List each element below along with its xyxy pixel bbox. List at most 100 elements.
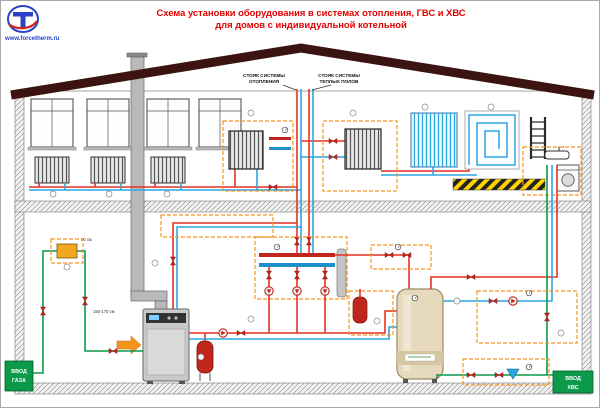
pump-icon [508, 296, 518, 306]
window-2 [83, 98, 133, 151]
upper-floor: СТОЯК СИСТЕМЫ ОТОПЛЕНИЯ СТОЯК СИСТЕМЫ ТЕ… [27, 73, 582, 253]
valve-icon [170, 256, 176, 266]
flue-chimney [130, 56, 145, 298]
flow-arrow-icon [116, 335, 142, 355]
valve-icon [236, 330, 246, 336]
gas-inlet-label-1: ВВОД [11, 369, 27, 375]
risers [294, 89, 314, 253]
small-expansion-tank [352, 296, 368, 324]
valve-icon [494, 372, 504, 378]
gauge-icon [394, 243, 402, 251]
gauge-icon [525, 289, 533, 297]
radiator-2 [90, 156, 126, 184]
window-3 [143, 98, 193, 151]
dhw-expansion-group [348, 289, 394, 336]
upper-floor-pipes [29, 140, 477, 191]
boiler [142, 308, 190, 384]
dimension-150-170cm: 150-170 см [93, 309, 115, 314]
valve-icon [294, 270, 300, 280]
house-structure [10, 43, 595, 395]
ceiling-pipes-group-box [160, 214, 274, 238]
valve-icon [488, 298, 498, 304]
valve-icon [268, 184, 278, 190]
valve-icon [294, 236, 300, 246]
riser-floor-label-2: ТЕПЛЫХ ПОЛОВ [320, 79, 359, 84]
gauge-icon [411, 294, 419, 302]
valve-icon [82, 296, 88, 306]
gauge-icon [525, 363, 533, 371]
pump-icon [320, 286, 330, 296]
roof [10, 43, 595, 100]
gas-supply: 50 см 150-170 см [33, 237, 143, 374]
sink [544, 146, 570, 160]
washing-machine [556, 164, 580, 192]
window-1 [27, 98, 77, 151]
gas-inlet-badge [4, 360, 34, 392]
page-title-line2: для домов с индивидуальной котельной [215, 19, 407, 30]
valve-icon [466, 372, 476, 378]
website-link[interactable]: www.forcetherm.ru [4, 36, 60, 42]
heating-coil-spiral [468, 114, 516, 166]
water-filter-icon [506, 368, 520, 380]
towel-warmer [529, 117, 547, 159]
manifold-unit-a [222, 120, 294, 192]
header: www.forcetherm.ru Схема установки оборуд… [4, 5, 466, 42]
flue-elbow [130, 290, 168, 302]
warning-tape-strip [452, 178, 546, 191]
return-manifold [259, 263, 335, 267]
mid-floor-slab [14, 200, 592, 213]
cold-water-inlet-group [462, 358, 550, 386]
group-box-a [222, 120, 294, 192]
supply-manifold [259, 253, 335, 257]
left-wall [14, 90, 25, 394]
dhw-loading-line [335, 243, 432, 289]
valve-icon [266, 270, 272, 280]
underfloor-coil-panel [464, 110, 520, 170]
radiator-1 [34, 156, 70, 184]
pump-station [254, 236, 348, 333]
radiator-3 [150, 156, 186, 184]
valve-icon [40, 306, 46, 316]
riser-heating-label-2: ОТОПЛЕНИЯ [249, 79, 280, 84]
cold-inlet-label-2: ХВС [567, 385, 578, 391]
gas-meter-group-box [50, 238, 84, 264]
gauge-icon [281, 126, 289, 134]
company-logo-icon [7, 5, 39, 33]
group-box-b [322, 120, 398, 192]
valve-icon [108, 348, 118, 354]
loading-group-box [370, 244, 432, 270]
callout-markers [49, 103, 565, 361]
valve-icon [306, 236, 312, 246]
page-title-line1: Схема установки оборудования в системах … [156, 7, 465, 18]
sectional-radiator-b [344, 128, 382, 170]
wall-radiator-panel [410, 112, 458, 168]
cold-inlet-badge [552, 370, 594, 394]
water-heater [396, 288, 444, 383]
filter-group-box [462, 358, 550, 386]
hydraulic-separator [336, 248, 347, 298]
valve-icon [322, 270, 328, 280]
expansion-group-box [348, 290, 394, 336]
riser-labels: СТОЯК СИСТЕМЫ ОТОПЛЕНИЯ СТОЯК СИСТЕМЫ ТЕ… [243, 73, 360, 91]
right-wall [581, 90, 592, 394]
riser-heating-label-1: СТОЯК СИСТЕМЫ [243, 73, 285, 78]
gas-inlet: ВВОД ГАЗА [4, 360, 34, 392]
valve-icon [466, 274, 476, 280]
boiler-control-panel[interactable] [146, 313, 186, 323]
valve-icon [384, 252, 394, 258]
sectional-radiator-a [228, 130, 264, 170]
gas-meter [56, 243, 78, 259]
pump-icon [218, 328, 228, 338]
pump-group-box [254, 236, 348, 300]
pump-icon [292, 286, 302, 296]
valve-icon [328, 138, 338, 144]
pump-icon [264, 286, 274, 296]
manifold-unit-b [322, 120, 398, 192]
riser-floor-label-1: СТОЯК СИСТЕМЫ [318, 73, 360, 78]
gas-inlet-label-2: ГАЗА [12, 378, 26, 384]
valve-icon [328, 154, 338, 160]
cold-inlet-label-1: ВВОД [565, 376, 581, 382]
boiler-riser-pipes [160, 214, 301, 309]
